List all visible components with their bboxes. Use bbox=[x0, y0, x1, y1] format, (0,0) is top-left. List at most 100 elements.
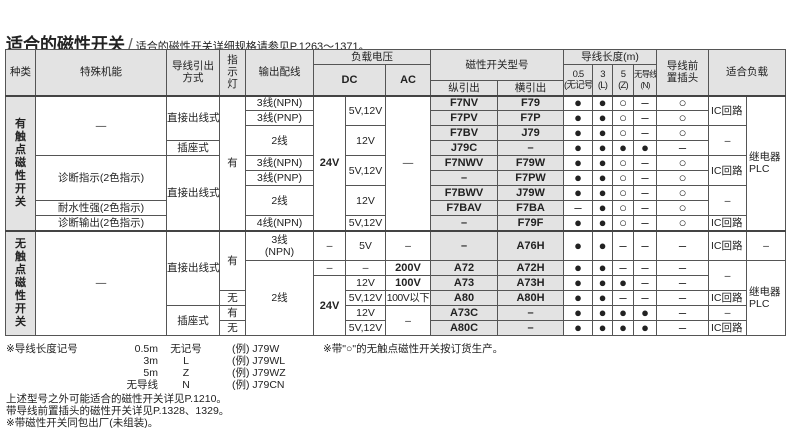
availability-mark: – bbox=[633, 170, 658, 186]
model-cell: F79W bbox=[497, 155, 565, 171]
model-cell: – bbox=[430, 229, 499, 261]
availability-mark: ○ bbox=[656, 185, 710, 201]
model-cell: F7NWV bbox=[430, 155, 499, 171]
table-cell: 5V,12V bbox=[345, 155, 386, 186]
table-cell: – bbox=[313, 260, 346, 276]
model-cell: A73 bbox=[430, 275, 499, 291]
note-line: 带导线前置插头的磁性开关详见P.1328、1329。 bbox=[6, 405, 230, 417]
availability-mark: ○ bbox=[656, 170, 710, 186]
table-cell: IC回路 bbox=[708, 94, 748, 126]
availability-mark: – bbox=[633, 94, 658, 111]
model-cell: A73H bbox=[497, 275, 565, 291]
length-symbol: Z bbox=[182, 367, 190, 379]
availability-mark: – bbox=[633, 260, 658, 276]
table-cell: 导线长度(m) bbox=[563, 49, 658, 65]
table-cell: – bbox=[708, 305, 748, 321]
table-cell: – bbox=[345, 260, 386, 276]
length-symbol: 无记号 bbox=[170, 343, 202, 355]
availability-mark: ● bbox=[592, 140, 614, 156]
availability-mark: ○ bbox=[656, 125, 710, 141]
availability-mark: – bbox=[633, 229, 658, 261]
availability-mark: ○ bbox=[656, 155, 710, 171]
availability-mark: – bbox=[656, 229, 710, 261]
lead-length-label: ※导线长度记号 bbox=[6, 343, 78, 355]
availability-mark: – bbox=[633, 200, 658, 216]
example: (例) J79W bbox=[232, 343, 280, 355]
model-cell: F7NV bbox=[430, 94, 499, 111]
availability-mark: – bbox=[656, 320, 710, 336]
model-cell: – bbox=[430, 170, 499, 186]
availability-mark: ● bbox=[563, 155, 594, 171]
table-cell: 200V bbox=[384, 260, 432, 276]
availability-mark: ● bbox=[592, 110, 614, 126]
model-cell: – bbox=[430, 215, 499, 231]
table-cell: 有 bbox=[219, 305, 246, 321]
availability-mark: ● bbox=[592, 290, 614, 306]
table-cell: IC回路 bbox=[708, 229, 748, 261]
model-cell: A72 bbox=[430, 260, 499, 276]
availability-mark: ● bbox=[563, 275, 594, 291]
table-cell: 3 (L) bbox=[592, 64, 614, 96]
model-cell: J79 bbox=[497, 125, 565, 141]
switch-table: 种类特殊机能导线引出 方式指 示 灯输出配线负载电压磁性开关型号导线长度(m)导… bbox=[5, 49, 787, 336]
availability-mark: ● bbox=[633, 320, 658, 336]
table-cell: 3线(NPN) bbox=[245, 94, 314, 111]
table-cell: – bbox=[384, 305, 432, 336]
table-cell: 直接出线式 bbox=[166, 229, 220, 306]
availability-mark: ○ bbox=[656, 200, 710, 216]
availability-mark: ● bbox=[563, 125, 594, 141]
availability-mark: ○ bbox=[612, 155, 635, 171]
table-cell: 2线 bbox=[245, 125, 314, 156]
length-value: 3m bbox=[143, 355, 158, 367]
model-cell: A73C bbox=[430, 305, 499, 321]
table-cell: 插座式 bbox=[166, 305, 220, 336]
table-cell: 指 示 灯 bbox=[219, 49, 246, 96]
availability-mark: ● bbox=[592, 229, 614, 261]
availability-mark: ● bbox=[592, 260, 614, 276]
table-cell: 2线 bbox=[245, 185, 314, 216]
availability-mark: – bbox=[612, 290, 635, 306]
table-cell: 5 (Z) bbox=[612, 64, 635, 96]
availability-mark: ● bbox=[563, 290, 594, 306]
availability-mark: ● bbox=[563, 140, 594, 156]
table-cell: 0.5 (无记号) bbox=[563, 64, 594, 96]
model-cell: F7PV bbox=[430, 110, 499, 126]
model-cell: – bbox=[497, 140, 565, 156]
table-cell: 纵引出 bbox=[430, 80, 499, 96]
table-cell: — bbox=[384, 94, 432, 231]
availability-mark: ○ bbox=[656, 110, 710, 126]
model-cell: F7PW bbox=[497, 170, 565, 186]
table-cell: 5V,12V bbox=[345, 290, 386, 306]
availability-mark: – bbox=[656, 275, 710, 291]
table-cell: 继电器 PLC bbox=[746, 260, 787, 336]
table-cell: — bbox=[35, 94, 167, 156]
table-cell: 4线(NPN) bbox=[245, 215, 314, 231]
availability-mark: – bbox=[633, 155, 658, 171]
availability-mark: ● bbox=[612, 140, 635, 156]
table-cell: 5V bbox=[345, 229, 386, 261]
table-cell: 3线(PNP) bbox=[245, 110, 314, 126]
table-cell: 横引出 bbox=[497, 80, 565, 96]
availability-mark: – bbox=[656, 305, 710, 321]
table-cell: 5V,12V bbox=[345, 320, 386, 336]
table-cell: – bbox=[708, 260, 748, 291]
availability-mark: – bbox=[633, 290, 658, 306]
availability-mark: – bbox=[633, 275, 658, 291]
table-cell: 继电器 PLC bbox=[746, 94, 787, 231]
table-row: 诊断输出(2色指示)4线(NPN)5V,12V–F79F●●○–○IC回路 bbox=[6, 215, 786, 231]
availability-mark: ● bbox=[592, 305, 614, 321]
table-cell: 12V bbox=[345, 125, 386, 156]
table-cell: 无 bbox=[219, 320, 246, 336]
availability-mark: ● bbox=[563, 185, 594, 201]
length-symbol: L bbox=[183, 355, 189, 367]
availability-mark: – bbox=[612, 260, 635, 276]
availability-mark: ● bbox=[563, 94, 594, 111]
availability-mark: – bbox=[633, 125, 658, 141]
availability-mark: – bbox=[612, 229, 635, 261]
availability-mark: ● bbox=[563, 320, 594, 336]
table-cell: – bbox=[708, 185, 748, 216]
